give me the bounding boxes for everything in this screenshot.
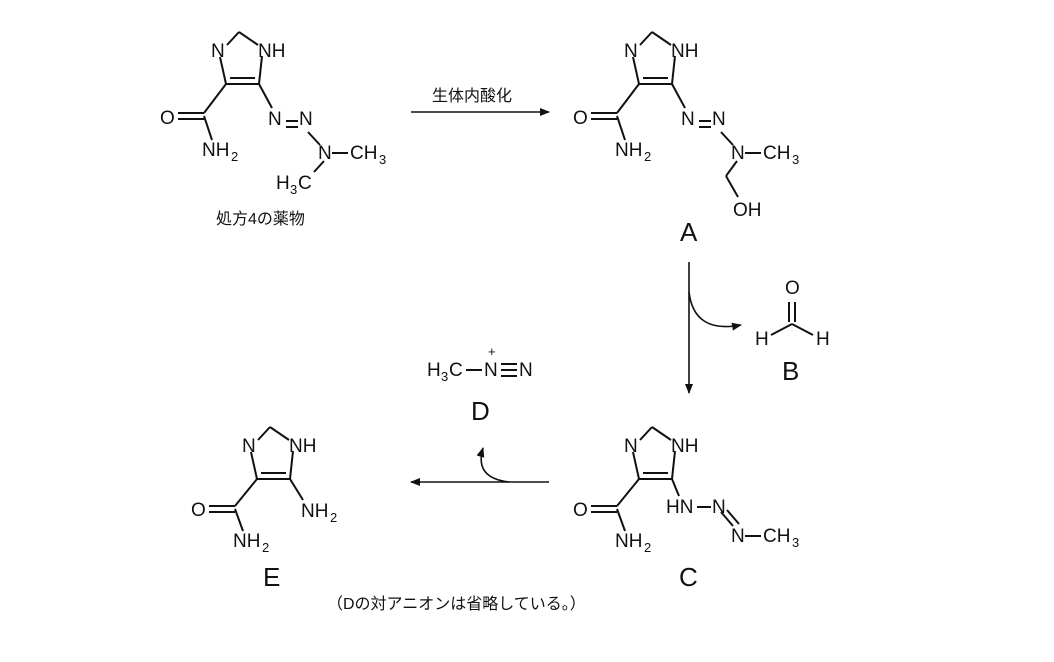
label-compound-C: C	[679, 562, 698, 592]
subscript-3: 3	[792, 535, 799, 550]
branch-arrow-to-B	[688, 291, 742, 331]
subscript-3: 3	[379, 152, 386, 167]
atom-O: O	[785, 278, 800, 299]
atom-NH2: NH	[301, 501, 328, 522]
atom-N: N	[519, 360, 533, 381]
atom-H: H	[755, 329, 769, 350]
atom-N: N	[712, 497, 726, 518]
molecule-C: N NH O NH 2 HN N N CH 3	[573, 426, 799, 555]
branch-arrow-to-D	[476, 447, 510, 483]
subscript-2: 2	[262, 540, 269, 555]
atom-CH3: CH	[763, 143, 790, 164]
atom-OH: OH	[733, 200, 762, 221]
atom-O: O	[191, 500, 206, 521]
atom-H3C: H	[427, 360, 441, 381]
atom-N: N	[211, 41, 225, 62]
molecule-drug: N NH O NH 2 N N N CH 3 H 3 C	[160, 31, 386, 197]
atom-N: N	[731, 143, 745, 164]
footnote-counter-anion: （Dの対アニオンは省略している。）	[327, 595, 586, 613]
atom-O: O	[160, 108, 175, 129]
atom-O: O	[573, 108, 588, 129]
caption-drug: 処方4の薬物	[216, 210, 305, 228]
atom-H: H	[816, 329, 830, 350]
atom-N: N	[318, 143, 332, 164]
molecule-D: H 3 C N + N	[427, 344, 533, 384]
atom-NH2: NH	[615, 531, 642, 552]
label-compound-A: A	[680, 217, 698, 247]
atom-N: N	[681, 109, 695, 130]
atom-N: N	[712, 109, 726, 130]
atom-O: O	[573, 500, 588, 521]
arrow-label-oxidation: 生体内酸化	[432, 87, 512, 105]
subscript-3: 3	[792, 152, 799, 167]
charge-plus: +	[488, 344, 496, 359]
atom-N: N	[624, 436, 638, 457]
atom-N: N	[299, 109, 313, 130]
atom-NH: NH	[671, 436, 698, 457]
molecule-E: N NH O NH 2 NH 2	[191, 426, 337, 555]
atom-H3C: H	[276, 173, 290, 194]
atom-NH2: NH	[202, 140, 229, 161]
subscript-2: 2	[644, 540, 651, 555]
atom-N: N	[242, 436, 256, 457]
molecule-A: N NH O NH 2 N N N CH 3 OH	[573, 31, 799, 221]
label-compound-E: E	[263, 562, 280, 592]
atom-N: N	[268, 109, 282, 130]
atom-C: C	[298, 173, 312, 194]
atom-CH3: CH	[350, 143, 377, 164]
atom-NH2: NH	[615, 140, 642, 161]
label-compound-B: B	[782, 356, 799, 386]
subscript-2: 2	[644, 149, 651, 164]
label-compound-D: D	[471, 396, 490, 426]
atom-CH3: CH	[763, 526, 790, 547]
subscript-2: 2	[231, 149, 238, 164]
atom-NH: NH	[671, 41, 698, 62]
atom-HN: HN	[666, 497, 693, 518]
subscript-3: 3	[441, 369, 448, 384]
atom-NH: NH	[289, 436, 316, 457]
atom-C: C	[449, 360, 463, 381]
atom-NH: NH	[258, 41, 285, 62]
atom-N: N	[731, 526, 745, 547]
atom-NH2: NH	[233, 531, 260, 552]
subscript-3: 3	[290, 182, 297, 197]
atom-N: N	[624, 41, 638, 62]
molecule-B: O H H	[755, 278, 830, 350]
subscript-2: 2	[330, 510, 337, 525]
atom-N-plus: N	[484, 360, 498, 381]
